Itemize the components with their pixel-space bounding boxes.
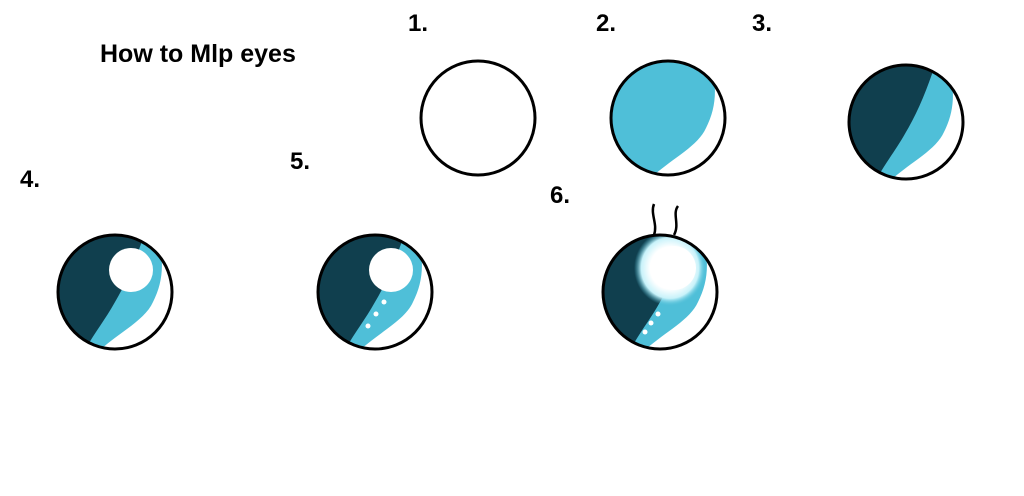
eyelash	[651, 203, 657, 236]
sparkle-dot	[365, 323, 371, 329]
step-4-label: 4.	[20, 166, 41, 193]
tutorial-title: How to Mlp eyes	[100, 40, 296, 68]
iris-light	[611, 61, 715, 175]
eye-step-5	[316, 233, 434, 351]
step-2-label: 2.	[596, 10, 617, 37]
eye-step-6	[601, 203, 719, 351]
step-6-label: 6.	[550, 182, 571, 209]
eye-step-2	[609, 59, 727, 177]
sparkle-dot	[381, 299, 387, 305]
step-5-label: 5.	[290, 148, 311, 175]
step-1-label: 1.	[408, 10, 429, 37]
eyelash	[672, 205, 680, 236]
iris-dark	[849, 65, 936, 179]
eye-step-3	[847, 63, 965, 181]
eye-step-1	[419, 59, 537, 177]
sparkle-dot	[373, 311, 379, 317]
step-3-label: 3.	[752, 10, 773, 37]
eye-step-4	[56, 233, 174, 351]
highlight	[109, 248, 153, 292]
